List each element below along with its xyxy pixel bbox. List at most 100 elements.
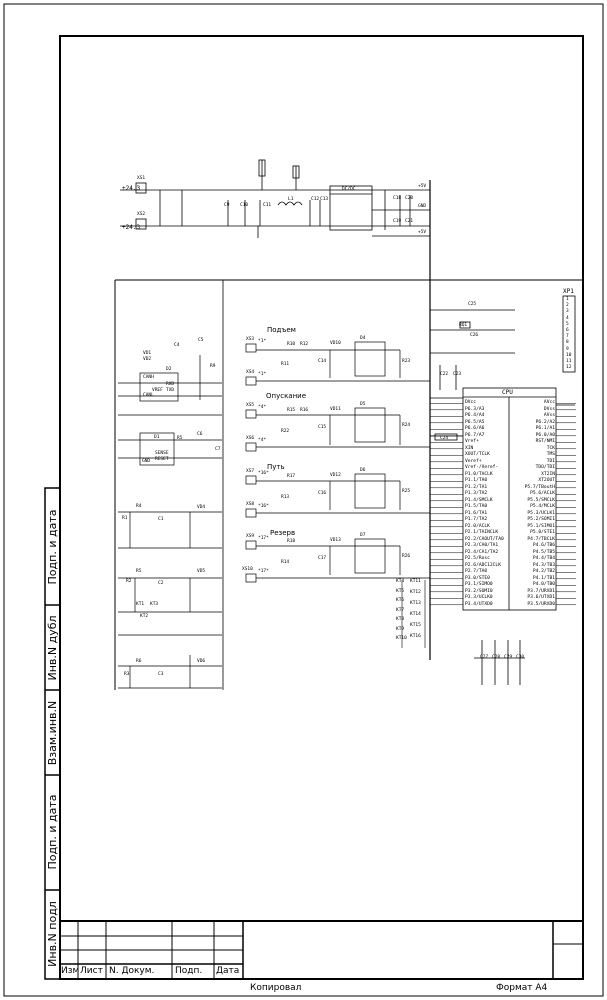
cpu-pin-left: P3.0/STE0 bbox=[465, 575, 490, 581]
ch2-r24: R24 bbox=[402, 423, 411, 428]
quartz-c25: C25 bbox=[468, 302, 477, 307]
cpu-pin-left: P2.1/TAINCLK bbox=[465, 530, 499, 535]
xp1-title: XP1 bbox=[563, 288, 574, 295]
channel-4 bbox=[245, 538, 430, 583]
xp1-pin: 3 bbox=[566, 309, 569, 315]
supply-c11: C11 bbox=[263, 203, 272, 208]
can-d2: D2 bbox=[166, 367, 172, 372]
cpu-pin-left: P2.2/CAOUT/TA0 bbox=[465, 536, 504, 542]
can-canl: CANL bbox=[143, 393, 154, 398]
quartz-c24: C24 bbox=[440, 436, 449, 441]
rs485-sense: SENSE bbox=[155, 451, 169, 456]
misc-r4: R4 bbox=[136, 504, 142, 509]
xp1-pin: 1 bbox=[566, 297, 569, 302]
title-block-grid bbox=[60, 920, 583, 979]
misc-r3: R3 bbox=[124, 672, 130, 677]
dcdc-label: DC/DC bbox=[342, 187, 356, 192]
terminal-label: KT6 bbox=[396, 598, 405, 603]
rail-gnd: GND bbox=[418, 204, 427, 209]
cpu-pin-left: P3.1/SIMO0 bbox=[465, 582, 493, 587]
ch1-r23: R23 bbox=[402, 359, 411, 364]
section-title-reserve: Резерв bbox=[270, 529, 296, 537]
misc-vd5: VD5 bbox=[197, 569, 206, 574]
cpu-pin-right: XT2OUT bbox=[538, 478, 555, 483]
opto-channels bbox=[245, 341, 430, 583]
supply-c21: C21 bbox=[405, 219, 414, 224]
cpu-pin-right: P3.5/URXD0 bbox=[527, 601, 555, 607]
quartz-c23: C23 bbox=[453, 372, 462, 377]
cpu-pin-left: Vref+ bbox=[465, 439, 479, 444]
ch4-r26: R26 bbox=[402, 554, 411, 559]
ch2-c15: C15 bbox=[318, 425, 327, 430]
can-c5: C5 bbox=[198, 338, 204, 343]
cpu-pin-left: P3.2/SOMI0 bbox=[465, 588, 493, 594]
misc-kt3: KT3 bbox=[150, 602, 159, 607]
terminal-label: KT4 bbox=[396, 579, 405, 584]
ch1-code-b: *1* bbox=[258, 372, 267, 377]
rs485-gnd: GND bbox=[142, 459, 151, 464]
ch4-r18: R18 bbox=[287, 539, 296, 544]
cpu-pin-right: P4.7/TBCLK bbox=[527, 536, 555, 542]
cpu-pin-left: P1.2/TA1 bbox=[465, 484, 488, 490]
supply-c19: C19 bbox=[393, 219, 402, 224]
rs485-reset: RESET bbox=[155, 457, 169, 462]
ch4-d7: D7 bbox=[360, 533, 366, 538]
cpu-pin-left: Veref+ bbox=[465, 458, 482, 464]
terminal-label: KT16 bbox=[410, 634, 421, 639]
supply-xs2: XS2 bbox=[137, 212, 146, 217]
cpu-pin-left: P2.3/CA0/TA1 bbox=[465, 543, 499, 548]
stamp-copied: Копировал bbox=[250, 983, 302, 993]
misc-vd4: VD4 bbox=[197, 505, 206, 510]
cpu-pin-left: P6.4/A4 bbox=[465, 413, 485, 418]
misc-kt1: KT1 bbox=[136, 602, 145, 607]
ch4-code-a: *17* bbox=[258, 536, 269, 541]
ch3-xs8: XS8 bbox=[246, 502, 255, 507]
can-transceiver bbox=[139, 372, 179, 402]
cpu-pin-left: P1.5/TA0 bbox=[465, 504, 488, 509]
ch2-code-a: *4* bbox=[258, 405, 267, 410]
supply-c13: C13 bbox=[320, 197, 329, 202]
quartz-bq1: BQ1 bbox=[459, 323, 468, 328]
terminal-label: KT7 bbox=[396, 607, 405, 613]
misc-r2: R2 bbox=[126, 579, 132, 584]
ch4-vd13: VD13 bbox=[330, 538, 341, 543]
cpu-pin-left: P1.0/TACLK bbox=[465, 471, 493, 477]
ch4-xs10: XS10 bbox=[242, 567, 253, 572]
ch3-code-b: *16* bbox=[258, 504, 269, 509]
ch3-r17: R17 bbox=[287, 474, 296, 479]
cpu-leads bbox=[430, 403, 576, 606]
terminal-label: KT15 bbox=[410, 623, 421, 628]
cpu-pin-right: XT2IN bbox=[541, 471, 555, 477]
cpu-pin-right: P5.6/ACLK bbox=[530, 491, 555, 496]
cpu-pin-right: P5.3/UCLK1 bbox=[527, 510, 555, 516]
stamp-col-dokum: N. Докум. bbox=[109, 966, 155, 976]
ch1-code-a: *1* bbox=[258, 339, 267, 344]
cpu-pin-left: XOUT/TCLK bbox=[465, 452, 490, 457]
cpu-pin-right: P5.7/TBoutH bbox=[524, 484, 555, 490]
ch3-c16: C16 bbox=[318, 491, 327, 496]
decoupling-c27: C27 bbox=[480, 655, 489, 660]
cpu-pin-left: P6.5/A5 bbox=[465, 419, 485, 425]
cpu-pin-right: P5.5/SMCLK bbox=[527, 497, 555, 503]
supply-input-2: +24.3 bbox=[122, 224, 141, 231]
rail-plus5-top: +5V bbox=[418, 184, 427, 189]
cpu-pin-right: TDI bbox=[546, 458, 555, 464]
can-txd: TXD bbox=[166, 388, 175, 393]
cpu-pin-left: P1.7/TA2 bbox=[465, 517, 488, 522]
cpu-pin-left: P3.3/UCLK0 bbox=[465, 595, 493, 600]
misc-r6: R6 bbox=[136, 659, 142, 664]
supply-c20: C20 bbox=[405, 196, 414, 201]
cpu-pin-right: P3.7/URXD1 bbox=[527, 588, 555, 594]
rail-plus5-bottom: +5V bbox=[418, 230, 427, 235]
cpu-pin-right: DVss bbox=[543, 406, 555, 412]
cpu-pin-left: P2.4/CA1/TA2 bbox=[465, 549, 499, 555]
supply-l1: L1 bbox=[288, 197, 294, 202]
decoupling-c28: C28 bbox=[492, 655, 501, 660]
stamp-format: Формат А4 bbox=[496, 983, 548, 993]
cpu-pin-right: TCK bbox=[546, 445, 555, 451]
cpu-pin-right: P4.1/TB1 bbox=[532, 575, 555, 581]
supply-input-1: +24.3 bbox=[122, 185, 141, 192]
supply-c10: C10 bbox=[240, 203, 249, 208]
cpu-pin-right: P3.6/UTXD1 bbox=[527, 595, 555, 600]
terminal-label: KT8 bbox=[396, 617, 405, 622]
